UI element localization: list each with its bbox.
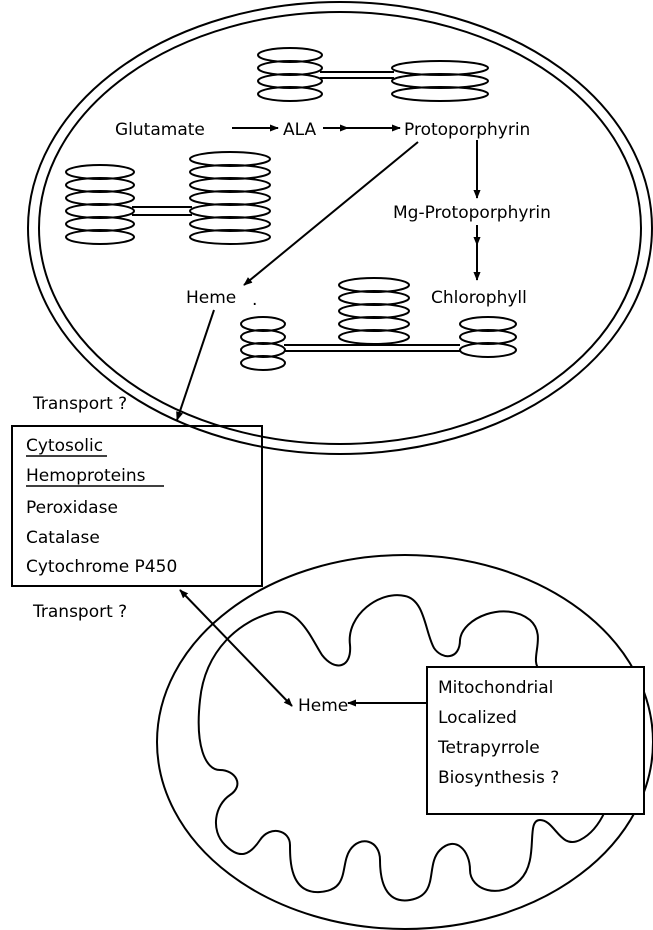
label-transport-lower: Transport ?: [32, 602, 127, 622]
chloroplast-outer-membrane: [28, 2, 652, 454]
arrow-heme-to-cytosol: [177, 310, 214, 420]
label-ala: ALA: [283, 120, 316, 140]
granum-left: [66, 152, 270, 244]
granum-top: [258, 48, 488, 101]
mito-box-line: Localized: [438, 708, 517, 728]
mito-box-line: Mitochondrial: [438, 678, 553, 698]
mito-box-line: Tetrapyrrole: [437, 738, 540, 758]
cytosol-item: Peroxidase: [26, 498, 118, 518]
label-mg-protoporphyrin: Mg-Protoporphyrin: [393, 203, 551, 223]
cytosol-item: Cytochrome P450: [26, 557, 177, 577]
cytosolic-hemoproteins-box: Cytosolic Hemoproteins Peroxidase Catala…: [12, 426, 262, 586]
label-protoporphyrin: Protoporphyrin: [404, 120, 530, 140]
arrow-protoporphyrin-heme: [244, 142, 418, 285]
cytosol-heading-1: Cytosolic: [26, 436, 103, 456]
mitochondrion: Heme Mitochondrial Localized Tetrapyrrol…: [157, 555, 653, 929]
cytosol-heading-2: Hemoproteins: [26, 466, 146, 486]
label-glutamate: Glutamate: [115, 120, 205, 140]
arrow-cytosol-mito-heme: [180, 590, 292, 706]
label-heme-mitochondrion: Heme: [298, 696, 348, 716]
label-transport-upper: Transport ?: [32, 394, 127, 414]
mitochondrial-biosynthesis-box: Mitochondrial Localized Tetrapyrrole Bio…: [427, 667, 644, 814]
label-heme-chloroplast: Heme: [186, 288, 236, 308]
chloroplast: Glutamate ALA Protoporphyrin Mg-Protopor…: [28, 2, 652, 454]
mito-box-line: Biosynthesis ?: [438, 768, 559, 788]
label-chlorophyll: Chlorophyll: [431, 288, 527, 308]
heme-dot: .: [252, 290, 257, 310]
cytosol-item: Catalase: [26, 528, 100, 548]
